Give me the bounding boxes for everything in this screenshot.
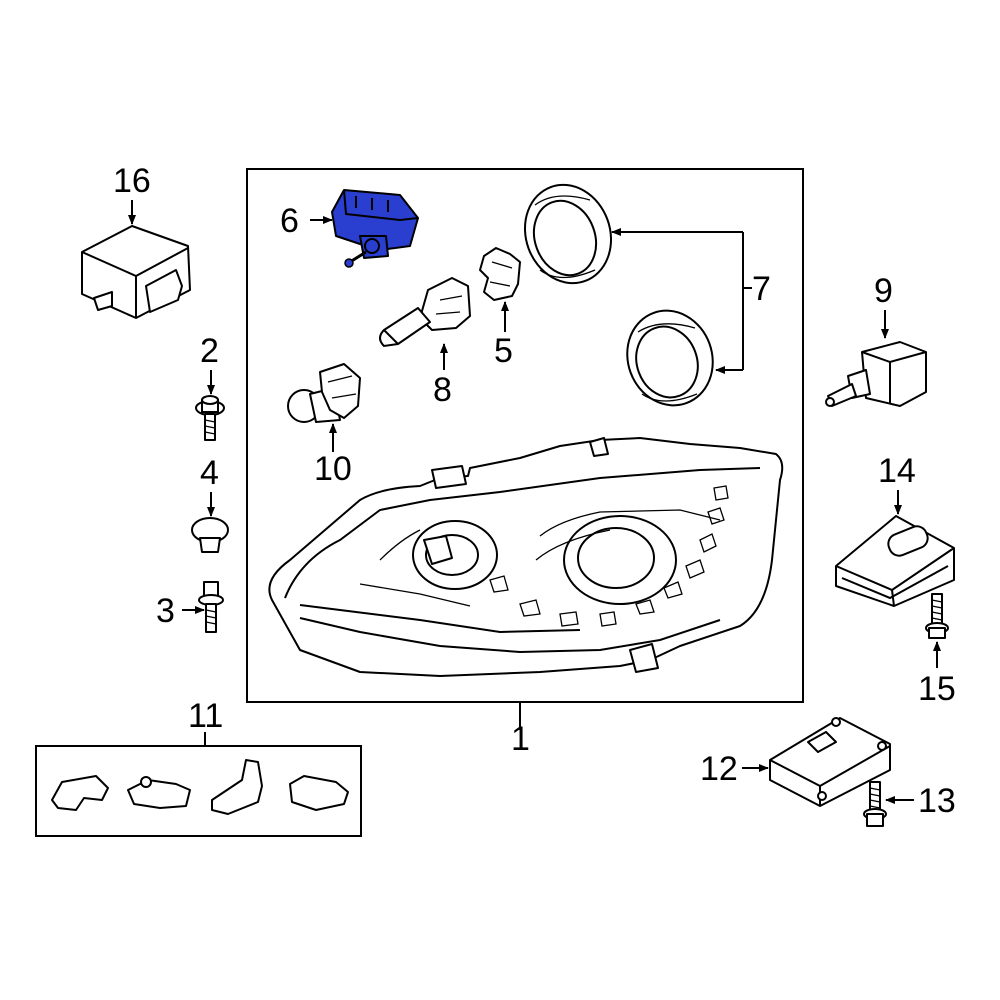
callout-8: 8	[433, 371, 452, 409]
part-15-bolt[interactable]	[925, 593, 949, 639]
part-7-seal-ring-upper[interactable]	[511, 173, 624, 296]
part-4-grommet[interactable]	[191, 517, 229, 553]
part-2-screw[interactable]	[195, 395, 225, 441]
part-3-bolt[interactable]	[198, 581, 224, 633]
callout-11: 11	[188, 697, 223, 735]
callout-9: 9	[874, 272, 893, 310]
part-7-seal-ring-lower[interactable]	[614, 299, 726, 418]
callout-14: 14	[878, 452, 916, 490]
callout-10: 10	[314, 450, 352, 488]
part-10-bulb-socket[interactable]	[287, 363, 361, 423]
callout-13: 13	[918, 782, 956, 820]
part-11-repair-kit-frame	[35, 745, 362, 837]
callout-15: 15	[918, 670, 956, 708]
part-6-leveling-motor[interactable]	[331, 189, 419, 268]
part-14-ballast[interactable]	[835, 515, 955, 607]
part-16-control-module[interactable]	[81, 225, 191, 319]
headlamp-assembly-frame	[246, 168, 804, 703]
part-9-xenon-bulb[interactable]	[825, 341, 927, 407]
part-11-repair-kit-items[interactable]	[51, 759, 349, 815]
part-13-bolt[interactable]	[863, 781, 887, 827]
callout-3: 3	[156, 592, 175, 630]
callout-2: 2	[200, 332, 219, 370]
callout-6: 6	[280, 202, 299, 240]
part-12-ballast-module[interactable]	[769, 717, 891, 807]
part-8-halogen-bulb[interactable]	[379, 277, 471, 348]
callout-12: 12	[700, 750, 738, 788]
part-1-headlamp-housing[interactable]	[268, 437, 784, 677]
callout-7: 7	[752, 270, 771, 308]
callout-4: 4	[200, 454, 219, 492]
callout-16: 16	[113, 162, 151, 200]
callout-1: 1	[511, 720, 530, 758]
leader-lines	[128, 200, 941, 804]
part-5-bulb-retainer-clip[interactable]	[479, 247, 521, 301]
callout-5: 5	[494, 332, 513, 370]
